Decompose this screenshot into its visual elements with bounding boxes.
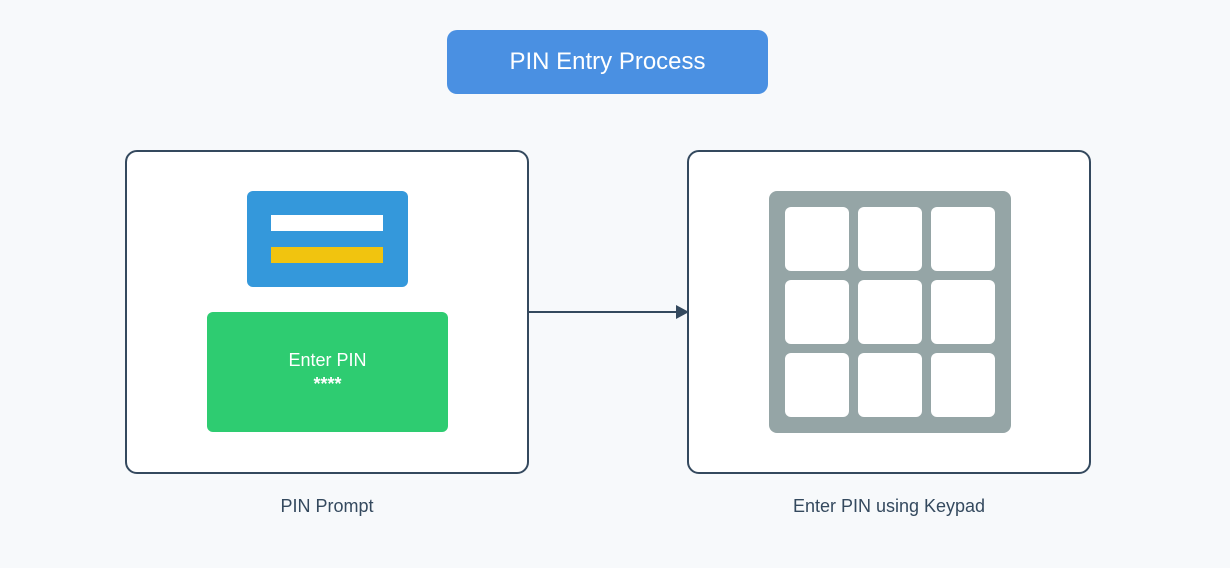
keypad-key [931,280,995,344]
keypad-key [858,207,922,271]
keypad-panel [687,150,1091,474]
keypad-key [858,353,922,417]
pin-prompt-caption: PIN Prompt [280,496,374,516]
keypad-key [785,207,849,271]
keypad-key [931,353,995,417]
keypad-icon [769,191,1011,433]
keypad-key [785,353,849,417]
card-stripe-yellow [271,247,383,263]
keypad-key [785,280,849,344]
keypad-key [858,280,922,344]
keypad-key [931,207,995,271]
keypad-caption: Enter PIN using Keypad [792,496,986,516]
pin-entry-label: Enter PIN [288,350,367,370]
pin-mask: **** [313,374,342,394]
card-icon [247,191,408,287]
card-stripe-white [271,215,383,231]
pin-prompt-panel: Enter PIN **** [125,150,529,474]
diagram-title: PIN Entry Process [447,30,768,94]
arrow-head [676,305,689,319]
pin-entry-box: Enter PIN **** [207,312,448,432]
